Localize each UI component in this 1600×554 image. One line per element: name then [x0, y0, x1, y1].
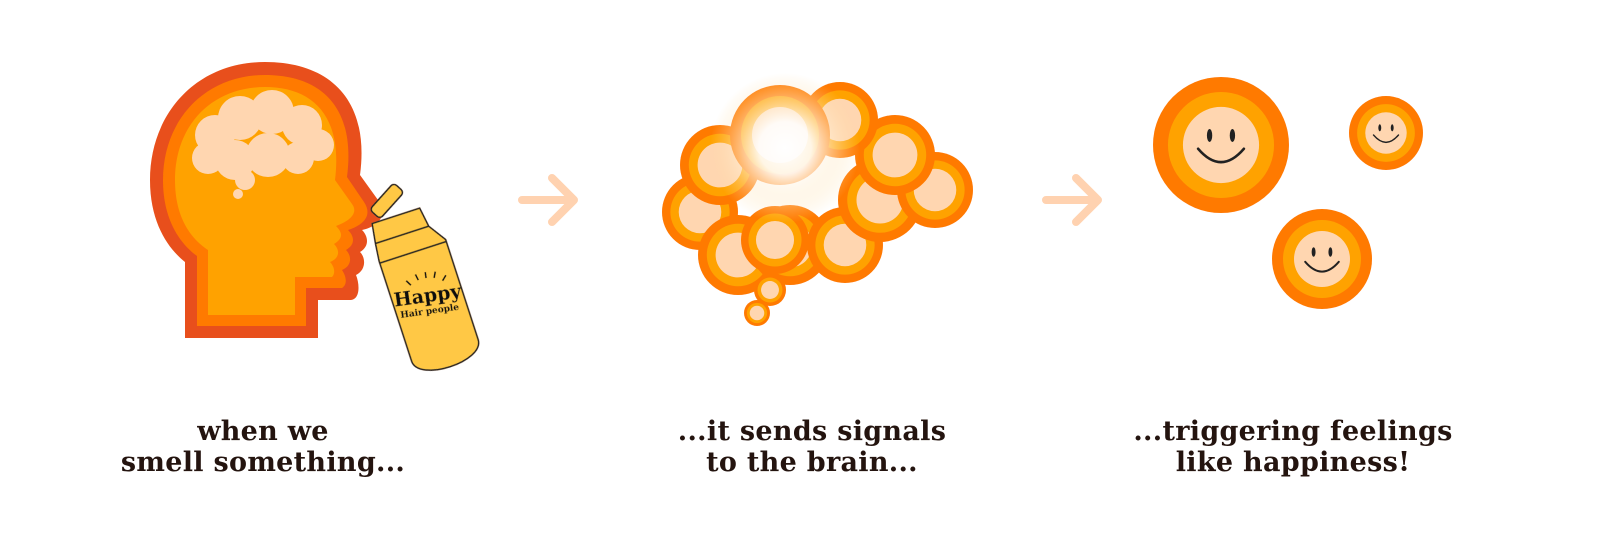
- step-1-caption: when we smell something...: [53, 416, 473, 478]
- caption-line: smell something...: [120, 447, 406, 478]
- brain-circle: [872, 132, 918, 178]
- smiley-ring: [1294, 231, 1350, 287]
- smiley-ring: [1182, 106, 1260, 184]
- caption-line: when we: [197, 416, 329, 447]
- head-icon: [150, 62, 383, 338]
- caption-line: like happiness!: [1175, 447, 1411, 478]
- step-3-caption: ...triggering feelings like happiness!: [1083, 416, 1503, 478]
- step-2-caption: ...it sends signals to the brain...: [602, 416, 1022, 478]
- smiley-icon: [1349, 96, 1423, 170]
- bottle-icon: Happy Hair people: [370, 183, 480, 371]
- brain-circle: [823, 223, 867, 267]
- caption-line: to the brain...: [706, 447, 918, 478]
- brain-circle: [755, 220, 795, 260]
- caption-line: ...it sends signals: [677, 416, 947, 447]
- brain-icon: [192, 90, 334, 199]
- brain-circle: [761, 281, 779, 299]
- caption-line: ...triggering feelings: [1133, 416, 1453, 447]
- smiley-ring: [1365, 112, 1407, 154]
- smiley-icon: [1153, 77, 1289, 213]
- arrow-right-icon: [518, 174, 578, 226]
- flare-icon: [710, 73, 860, 223]
- smiley-icon: [1272, 209, 1372, 309]
- arrow-right-icon: [1042, 174, 1102, 226]
- brain-circle: [749, 305, 765, 321]
